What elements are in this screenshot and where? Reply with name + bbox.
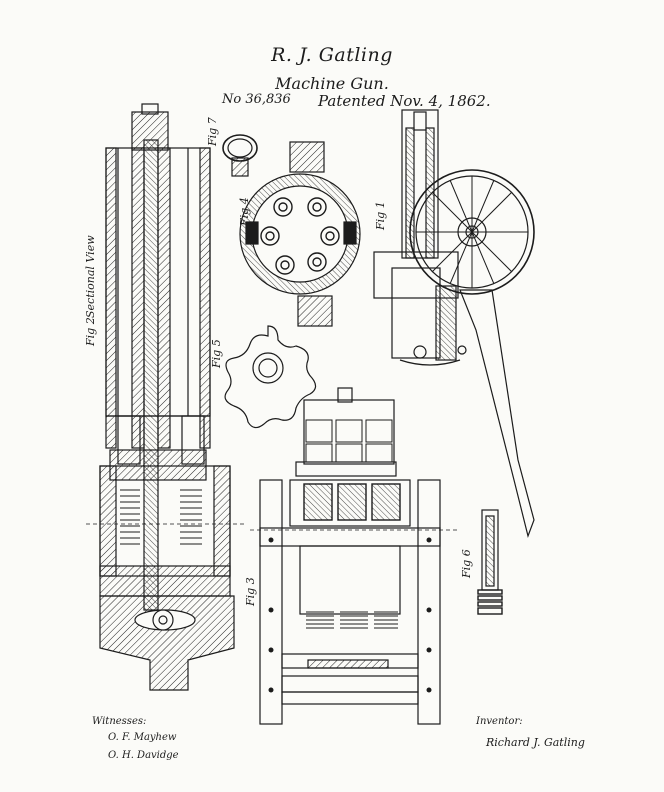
inventor-signature: Richard J. Gatling <box>486 736 585 749</box>
fig1-side-label: Fig 1 <box>374 201 387 230</box>
fig5-label: Fig 5 <box>210 339 223 368</box>
patent-number: No 36,836 <box>222 92 291 107</box>
fig2-caption: Sectional View <box>84 235 97 318</box>
witness-1: O. F. Mayhew <box>108 732 177 743</box>
fig6-label: Fig 6 <box>460 549 473 578</box>
fig1-side-view <box>373 109 535 539</box>
fig5-star-wheel <box>224 325 317 429</box>
fig2-label: Fig 2 <box>84 317 97 346</box>
fig3-frame <box>250 387 460 725</box>
witnesses-label: Witnesses: <box>92 716 147 727</box>
patent-title: Machine Gun. <box>275 74 389 93</box>
fig3-label: Fig 3 <box>244 577 257 606</box>
patent-date: Patented Nov. 4, 1862. <box>318 92 491 110</box>
fig4-label: Fig 4 <box>238 197 251 226</box>
fig4-cross-section <box>239 141 361 327</box>
fig2-sectional-view <box>86 103 244 691</box>
fig1-label: Fig 7 <box>206 117 219 146</box>
witness-2: O. H. Davidge <box>108 750 179 761</box>
fig6-cartridge <box>477 509 503 615</box>
inventor-name: R. J. Gatling <box>271 44 393 66</box>
inventor-label: Inventor: <box>476 716 523 727</box>
fig7-ring <box>222 134 258 177</box>
